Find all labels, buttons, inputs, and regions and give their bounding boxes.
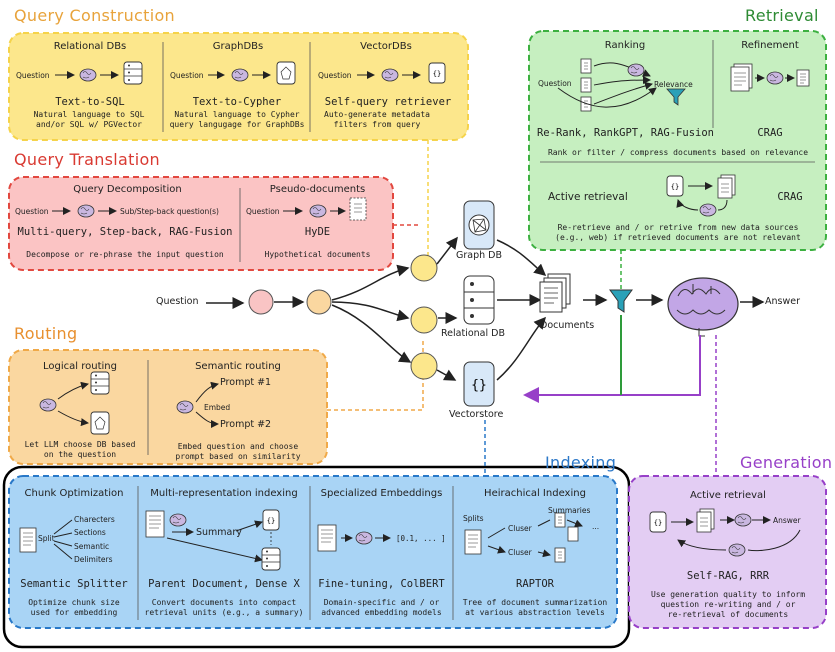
cluster-2-label: Cluser <box>508 548 532 557</box>
self-query-retriever-title: Self-query retriever <box>324 96 452 108</box>
raptor-desc: Tree of document summarization at variou… <box>462 598 608 617</box>
multi-representation-header: Multi-representation indexing <box>150 488 298 499</box>
vectorstore-icon: {} <box>463 361 495 407</box>
semantic-routing-header: Semantic routing <box>195 361 281 372</box>
chunk-item-characters: Charecters <box>74 515 115 524</box>
section-title-query-construction: Query Construction <box>14 6 175 25</box>
chunk-item-delimiters: Delimiters <box>74 555 113 564</box>
relational-dbs-header: Relational DBs <box>53 41 127 52</box>
section-title-routing: Routing <box>14 324 78 343</box>
active-retrieval-desc: Re-retrieve and / or retrive from new da… <box>555 223 801 242</box>
logical-routing-desc: Let LLM choose DB based on the question <box>24 440 136 459</box>
retrieval-box <box>528 30 827 251</box>
chunk-optimization-header: Chunk Optimization <box>24 488 124 499</box>
query-translation-box <box>8 176 394 271</box>
sub-question-label: Sub/Step-back question(s) <box>120 207 219 216</box>
answer-label: Answer <box>765 296 800 307</box>
hyde-desc: Hypothetical documents <box>264 250 371 259</box>
vector-question-label: Question <box>318 71 352 80</box>
text-to-sql-title: Text-to-SQL <box>55 96 125 108</box>
multi-representation-desc: Convert documents into compact retrieval… <box>144 598 304 617</box>
embedding-vector-label: [0.1, ... ] <box>396 534 446 543</box>
routing-box <box>8 349 328 465</box>
graph-db-label: Graph DB <box>456 250 502 261</box>
raptor-title: RAPTOR <box>516 578 554 590</box>
chunk-item-sections: Sections <box>74 528 106 537</box>
query-construction-box <box>8 32 469 141</box>
refinement-header: Refinement <box>741 40 799 51</box>
hyde-title: HyDE <box>304 226 331 238</box>
specialized-embeddings-header: Specialized Embeddings <box>320 488 443 499</box>
relational-question-label: Question <box>16 71 50 80</box>
semantic-splitter-title: Semantic Splitter <box>20 578 128 590</box>
self-query-desc: Auto-generate metadata filters from quer… <box>324 110 430 129</box>
hierarchical-indexing-header: Heirachical Indexing <box>484 488 586 499</box>
documents-label: Documents <box>540 320 595 331</box>
crag-active-title: CRAG <box>777 191 803 203</box>
text-to-sql-desc: Natural language to SQL and/or SQL w/ PG… <box>33 110 145 129</box>
query-decomposition-header: Query Decomposition <box>73 184 182 195</box>
embed-label: Embed <box>204 403 231 412</box>
section-title-generation: Generation <box>740 453 833 472</box>
generation-answer-label: Answer <box>773 516 801 525</box>
section-title-indexing: Indexing <box>545 453 617 472</box>
documents-icon <box>539 273 571 313</box>
generation-active-retrieval-header: Active retrieval <box>690 490 766 501</box>
graph-db-icon <box>463 200 495 250</box>
relational-db-icon <box>463 275 495 325</box>
active-retrieval-header: Active retrieval <box>548 191 628 203</box>
generation-box <box>628 475 827 629</box>
multi-query-title: Multi-query, Step-back, RAG-Fusion <box>17 226 233 238</box>
filter-funnel-icon <box>609 289 633 313</box>
splits-label: Splits <box>463 514 484 523</box>
llm-brain-icon <box>667 277 739 337</box>
graphdbs-header: GraphDBs <box>212 41 264 52</box>
relational-db-label: Relational DB <box>441 328 505 339</box>
vectordbs-header: VectorDBs <box>360 41 412 52</box>
decomposition-question-label: Question <box>15 207 49 216</box>
rank-desc: Rank or filter / compress documents base… <box>547 148 809 157</box>
prompt-2-label: Prompt #2 <box>220 419 272 430</box>
relevance-label: Relevance <box>654 80 693 89</box>
fine-tuning-title: Fine-tuning, ColBERT <box>318 578 445 590</box>
section-title-query-translation: Query Translation <box>14 150 160 169</box>
text-to-cypher-title: Text-to-Cypher <box>192 96 282 108</box>
generation-desc: Use generation quality to inform questio… <box>650 590 806 619</box>
logical-routing-header: Logical routing <box>43 361 117 372</box>
summary-label: Summary <box>196 527 242 538</box>
prompt-1-label: Prompt #1 <box>220 377 272 388</box>
crag-refinement-title: CRAG <box>757 127 783 139</box>
question-label: Question <box>156 296 199 307</box>
ranking-header: Ranking <box>604 40 646 51</box>
pseudo-question-label: Question <box>246 207 280 216</box>
text-to-cypher-desc: Natural language to Cypher query languga… <box>169 110 305 129</box>
ranking-question-label: Question <box>538 79 572 88</box>
summaries-label: Summaries <box>548 506 591 515</box>
semantic-routing-desc: Embed question and choose prompt based o… <box>175 442 301 461</box>
pseudo-documents-header: Pseudo-documents <box>269 184 366 195</box>
section-title-retrieval: Retrieval <box>745 6 819 25</box>
parent-document-title: Parent Document, Dense X <box>148 578 300 590</box>
graph-question-label: Question <box>170 71 204 80</box>
split-label: Split <box>38 534 55 543</box>
vectorstore-label: Vectorstore <box>449 409 504 420</box>
semantic-splitter-desc: Optimize chunk size used for embedding <box>28 598 120 617</box>
ellipsis-label: ... <box>592 522 600 531</box>
decomposition-desc: Decompose or re-phrase the input questio… <box>26 250 224 259</box>
cluster-1-label: Cluser <box>508 524 532 533</box>
specialized-embeddings-desc: Domain-specific and / or advanced embedd… <box>321 598 442 617</box>
rerank-title: Re-Rank, RankGPT, RAG-Fusion <box>536 127 714 139</box>
svg-text:{}: {} <box>471 378 487 393</box>
chunk-item-semantic: Semantic <box>74 542 110 551</box>
self-rag-title: Self-RAG, RRR <box>686 570 770 582</box>
